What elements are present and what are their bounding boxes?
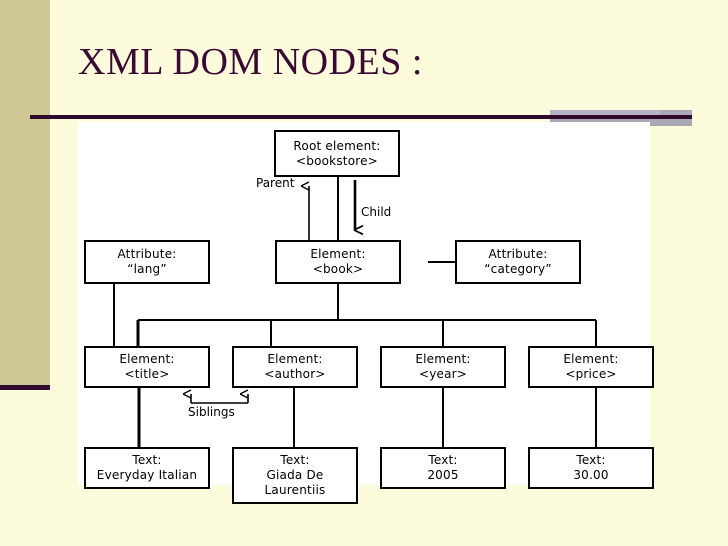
xml-dom-tree-diagram: Root element: <bookstore> Parent Child A…: [78, 122, 654, 504]
node-element-year[interactable]: Element: <year>: [380, 346, 506, 388]
node-element-book-line1: Element:: [310, 247, 366, 261]
edge-label-siblings: Siblings: [188, 405, 235, 419]
top-right-gray-bar-highlight: [550, 110, 660, 118]
node-element-book-line2: <book>: [312, 262, 364, 276]
edge-label-child: Child: [361, 205, 392, 219]
node-attribute-category[interactable]: Attribute: “category”: [455, 240, 581, 284]
node-root-element-line2: <bookstore>: [296, 153, 378, 168]
node-text-year[interactable]: Text: 2005: [380, 447, 506, 489]
node-text-author-line3: Laurentiis: [264, 483, 326, 497]
title-underline-rule: [30, 115, 692, 119]
node-element-price[interactable]: Element: <price>: [528, 346, 654, 388]
node-attribute-category-line2: “category”: [484, 262, 552, 276]
node-text-year-line2: 2005: [427, 468, 459, 482]
node-element-author-line2: <author>: [264, 367, 326, 381]
node-element-author[interactable]: Element: <author>: [232, 346, 358, 388]
node-text-author-line2: Giada De: [266, 468, 324, 482]
node-element-price-line1: Element:: [563, 352, 619, 366]
node-root-element-line1: Root element:: [293, 138, 381, 153]
node-attribute-lang-line2: “lang”: [127, 262, 167, 276]
node-element-year-line2: <year>: [418, 367, 468, 381]
node-text-author[interactable]: Text: Giada De Laurentiis: [232, 447, 358, 504]
node-element-year-line1: Element:: [415, 352, 471, 366]
node-text-title[interactable]: Text: Everyday Italian: [84, 447, 210, 489]
node-attribute-lang-line1: Attribute:: [117, 247, 177, 261]
node-text-price[interactable]: Text: 30.00: [528, 447, 654, 489]
node-element-title[interactable]: Element: <title>: [84, 346, 210, 388]
node-text-title-line2: Everyday Italian: [96, 468, 198, 482]
node-attribute-category-line1: Attribute:: [488, 247, 548, 261]
node-text-author-line1: Text:: [280, 453, 310, 467]
node-attribute-lang[interactable]: Attribute: “lang”: [84, 240, 210, 284]
diagram-connectors: [113, 177, 597, 447]
node-root-element[interactable]: Root element: <bookstore>: [274, 130, 400, 177]
page-title: XML DOM NODES :: [78, 41, 423, 83]
node-element-price-line2: <price>: [565, 367, 617, 381]
node-element-title-line1: Element:: [119, 352, 175, 366]
left-band-foot-accent: [0, 385, 50, 390]
left-decorative-band: [0, 0, 50, 385]
edge-label-parent: Parent: [256, 176, 295, 190]
node-text-year-line1: Text:: [428, 453, 458, 467]
node-text-price-line2: 30.00: [573, 468, 609, 482]
node-text-price-line1: Text:: [576, 453, 606, 467]
node-element-book[interactable]: Element: <book>: [275, 240, 401, 284]
node-text-title-line1: Text:: [132, 453, 162, 467]
node-element-author-line1: Element:: [267, 352, 323, 366]
node-element-title-line2: <title>: [124, 367, 170, 381]
